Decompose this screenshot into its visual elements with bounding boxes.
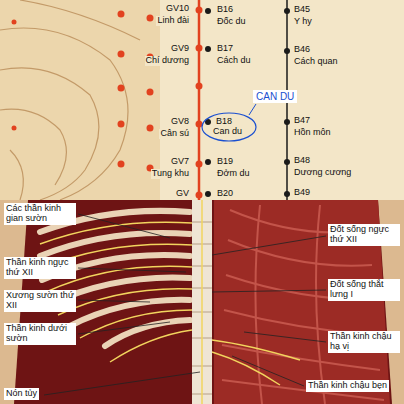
skin-edge (0, 200, 404, 404)
anatomy-label: Thần kinh chậu hạ vị (328, 331, 400, 353)
point-label: GV9 (170, 44, 190, 54)
anatomy-label: Xương sườn thứ XII (4, 290, 76, 312)
spinal-cord (201, 200, 203, 404)
point-label: B20 (216, 189, 234, 199)
point-label: B17 (216, 44, 234, 54)
point-label: GV8 (170, 117, 190, 127)
point-label: Linh đài (156, 16, 190, 26)
point-label: Cách du (216, 56, 252, 66)
point-label: Cách quan (293, 57, 339, 67)
point-label: Y hy (293, 17, 313, 27)
point-label: B49 (293, 188, 311, 198)
point-name: Can du (213, 127, 242, 137)
point-code: B18 (213, 117, 242, 127)
point-label: Cân sú (159, 129, 190, 139)
point-label: Hồn môn (293, 128, 332, 138)
spine (192, 200, 212, 404)
point-label: B16 (216, 5, 234, 15)
point-label: GV10 (165, 4, 190, 14)
point-label: GV (175, 189, 190, 199)
point-label: Chí dương (145, 56, 190, 66)
point-label: Đởm du (216, 169, 250, 179)
governing-meridian (198, 0, 201, 200)
point-label: B19 (216, 157, 234, 167)
point-label: Dương cương (293, 168, 352, 178)
leader-lines (44, 214, 326, 395)
skin-ground (0, 0, 404, 200)
point-label: GV7 (170, 157, 190, 167)
point-label: Tung khu (151, 169, 190, 179)
anatomy-label: Thần kinh ngực thứ XII (4, 257, 76, 279)
anatomy-label: Đốt sống thắt lưng I (328, 279, 400, 301)
scapula-contours (0, 0, 140, 200)
anatomy-label: Các thần kinh gian sườn (4, 203, 76, 225)
point-dots (12, 7, 203, 199)
point-label: B45 (293, 5, 311, 15)
anatomy-label: Đốt sống ngực thứ XII (328, 224, 400, 246)
skin-shade (0, 0, 160, 200)
callout-leader (249, 104, 256, 115)
highlight-oval: B18Can du (201, 112, 252, 142)
point-label: B48 (293, 156, 311, 166)
callout-label: CAN DU (253, 90, 297, 103)
point-label: B47 (293, 116, 311, 126)
anatomy-label: Nón tủy (4, 388, 39, 400)
point-label: Đốc du (216, 17, 247, 27)
anatomy-label: Thần kinh chậu bẹn (306, 380, 389, 392)
anatomy-label: Thần kinh dưới sườn (4, 323, 76, 345)
point-label: B46 (293, 45, 311, 55)
